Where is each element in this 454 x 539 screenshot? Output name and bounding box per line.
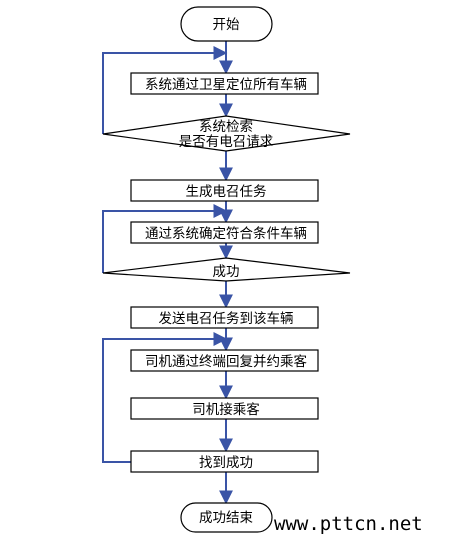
start-label: 开始 — [213, 17, 240, 33]
node-start: 开始 — [180, 6, 273, 42]
node-generate-task: 生成电召任务 — [130, 179, 319, 202]
process-label: 生成电召任务 — [186, 184, 267, 200]
process-box — [130, 450, 319, 473]
node-end: 成功结束 — [180, 502, 273, 533]
node-send-task: 发送电召任务到该车辆 — [130, 306, 319, 329]
process-label: 司机通过终端回复并约乘客 — [145, 353, 307, 370]
edge-search-loop-back — [102, 46, 228, 134]
watermark-text: www.pttcn.net — [274, 513, 423, 535]
node-found-success: 找到成功 — [130, 450, 319, 473]
node-pick-up: 司机接乘客 — [130, 397, 319, 420]
process-box — [130, 349, 319, 372]
node-search-decision: 系统检索 是否有电召请求 — [102, 115, 351, 152]
node-confirm-vehicle: 通过系统确定符合条件车辆 — [130, 221, 319, 244]
end-terminator — [180, 502, 273, 533]
process-label: 发送电召任务到该车辆 — [159, 310, 294, 327]
process-box — [130, 221, 319, 244]
edge-success-loop-back — [102, 204, 228, 273]
process-label: 通过系统确定符合条件车辆 — [145, 225, 307, 242]
node-success-decision: 成功 — [102, 257, 351, 282]
node-locate-vehicles: 系统通过卫星定位所有车辆 — [130, 72, 319, 95]
process-label: 系统通过卫星定位所有车辆 — [145, 76, 307, 93]
decision-label-line1: 系统检索 — [199, 119, 253, 135]
process-box — [130, 306, 319, 329]
edge-found-loop-back — [102, 332, 228, 463]
decision-label: 成功 — [213, 264, 240, 280]
process-label: 找到成功 — [199, 455, 253, 471]
decision-diamond — [102, 257, 351, 282]
end-label: 成功结束 — [199, 510, 253, 526]
edges — [102, 41, 233, 505]
node-driver-reply: 司机通过终端回复并约乘客 — [130, 349, 319, 372]
process-label: 司机接乘客 — [192, 401, 260, 418]
decision-label-line2: 是否有电召请求 — [179, 134, 274, 150]
decision-diamond — [102, 115, 351, 152]
process-box — [130, 397, 319, 420]
start-terminator — [180, 6, 273, 42]
process-box — [130, 179, 319, 202]
process-box — [130, 72, 319, 95]
